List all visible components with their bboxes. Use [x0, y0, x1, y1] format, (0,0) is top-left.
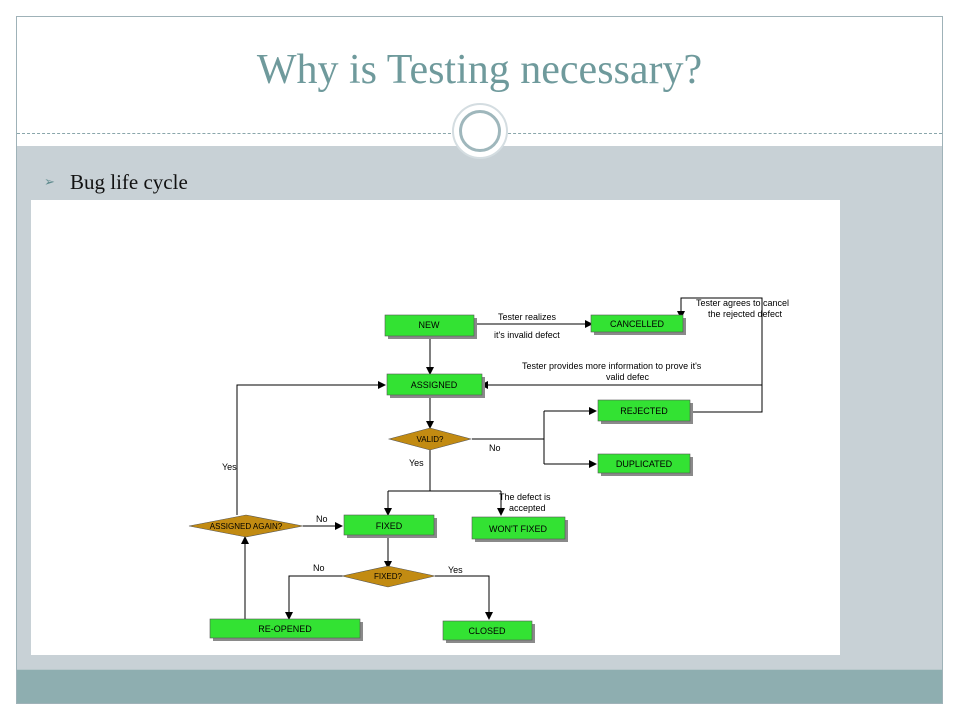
bug-life-cycle-diagram: NEW CANCELLED ASSIGNED REJECTED DUPLICAT…: [31, 200, 840, 655]
state-closed: [442, 620, 533, 641]
state-assigned-label: ASSIGNED: [411, 380, 458, 390]
decision-valid: [387, 427, 473, 451]
decision-assigned-again-label: ASSIGNED AGAIN?: [210, 522, 283, 531]
label-agree-cancel-2: the rejected defect: [708, 309, 783, 319]
slide-title: Why is Testing necessary?: [256, 47, 703, 93]
state-reopened: [209, 618, 361, 639]
diagram-svg: NEW CANCELLED ASSIGNED REJECTED DUPLICAT…: [188, 297, 789, 643]
label-again-yes: Yes: [222, 462, 237, 472]
label-valid-yes: Yes: [409, 458, 424, 468]
state-cancelled-label: CANCELLED: [610, 319, 665, 329]
state-reopened-label: RE-OPENED: [258, 624, 312, 634]
state-fixed-label: FIXED: [376, 521, 403, 531]
decision-assigned-again: [188, 514, 304, 538]
bullet-arrow-icon: ➢: [44, 175, 55, 190]
connectors: [236, 297, 763, 620]
bullet-text: Bug life cycle: [70, 170, 188, 194]
state-rejected: [597, 399, 691, 422]
arrow-fixed-yes: [435, 575, 493, 620]
label-provides-info-1: Tester provides more information to prov…: [522, 361, 702, 371]
state-new-label: NEW: [419, 320, 441, 330]
label-fixed-yes: Yes: [448, 565, 463, 575]
label-fixed-no: No: [313, 563, 325, 573]
slide-footer: [17, 670, 942, 703]
state-duplicated: [597, 453, 691, 474]
state-duplicated-label: DUPLICATED: [616, 459, 673, 469]
state-fixed: [343, 514, 435, 536]
label-tester-realizes: Tester realizes: [498, 312, 557, 322]
decision-valid-label: VALID?: [417, 435, 445, 444]
label-provides-info-2: valid defec: [606, 372, 650, 382]
state-boxes: [209, 314, 693, 643]
state-new: [384, 314, 475, 337]
state-wont-fixed-label: WON'T FIXED: [489, 524, 548, 534]
state-rejected-label: REJECTED: [620, 406, 668, 416]
decision-fixed: [341, 565, 436, 588]
decision-diamonds: [188, 427, 473, 588]
arrow-rejected-loop: [677, 297, 763, 413]
state-assigned: [386, 373, 483, 396]
state-closed-label: CLOSED: [468, 626, 506, 636]
ornament-ring-inner: [459, 110, 501, 152]
label-accepted-1: The defect is: [499, 492, 551, 502]
label-invalid-defect: it's invalid defect: [494, 330, 560, 340]
label-accepted-2: accepted: [509, 503, 546, 513]
arrow-again-yes: [236, 381, 386, 515]
arrow-fixed-no: [285, 575, 343, 620]
footer-divider: [17, 669, 942, 670]
label-valid-no: No: [489, 443, 501, 453]
label-agree-cancel-1: Tester agrees to cancel: [696, 298, 789, 308]
state-wont-fixed: [471, 516, 566, 540]
state-cancelled: [590, 314, 684, 333]
label-again-no: No: [316, 514, 328, 524]
decision-fixed-label: FIXED?: [374, 572, 403, 581]
